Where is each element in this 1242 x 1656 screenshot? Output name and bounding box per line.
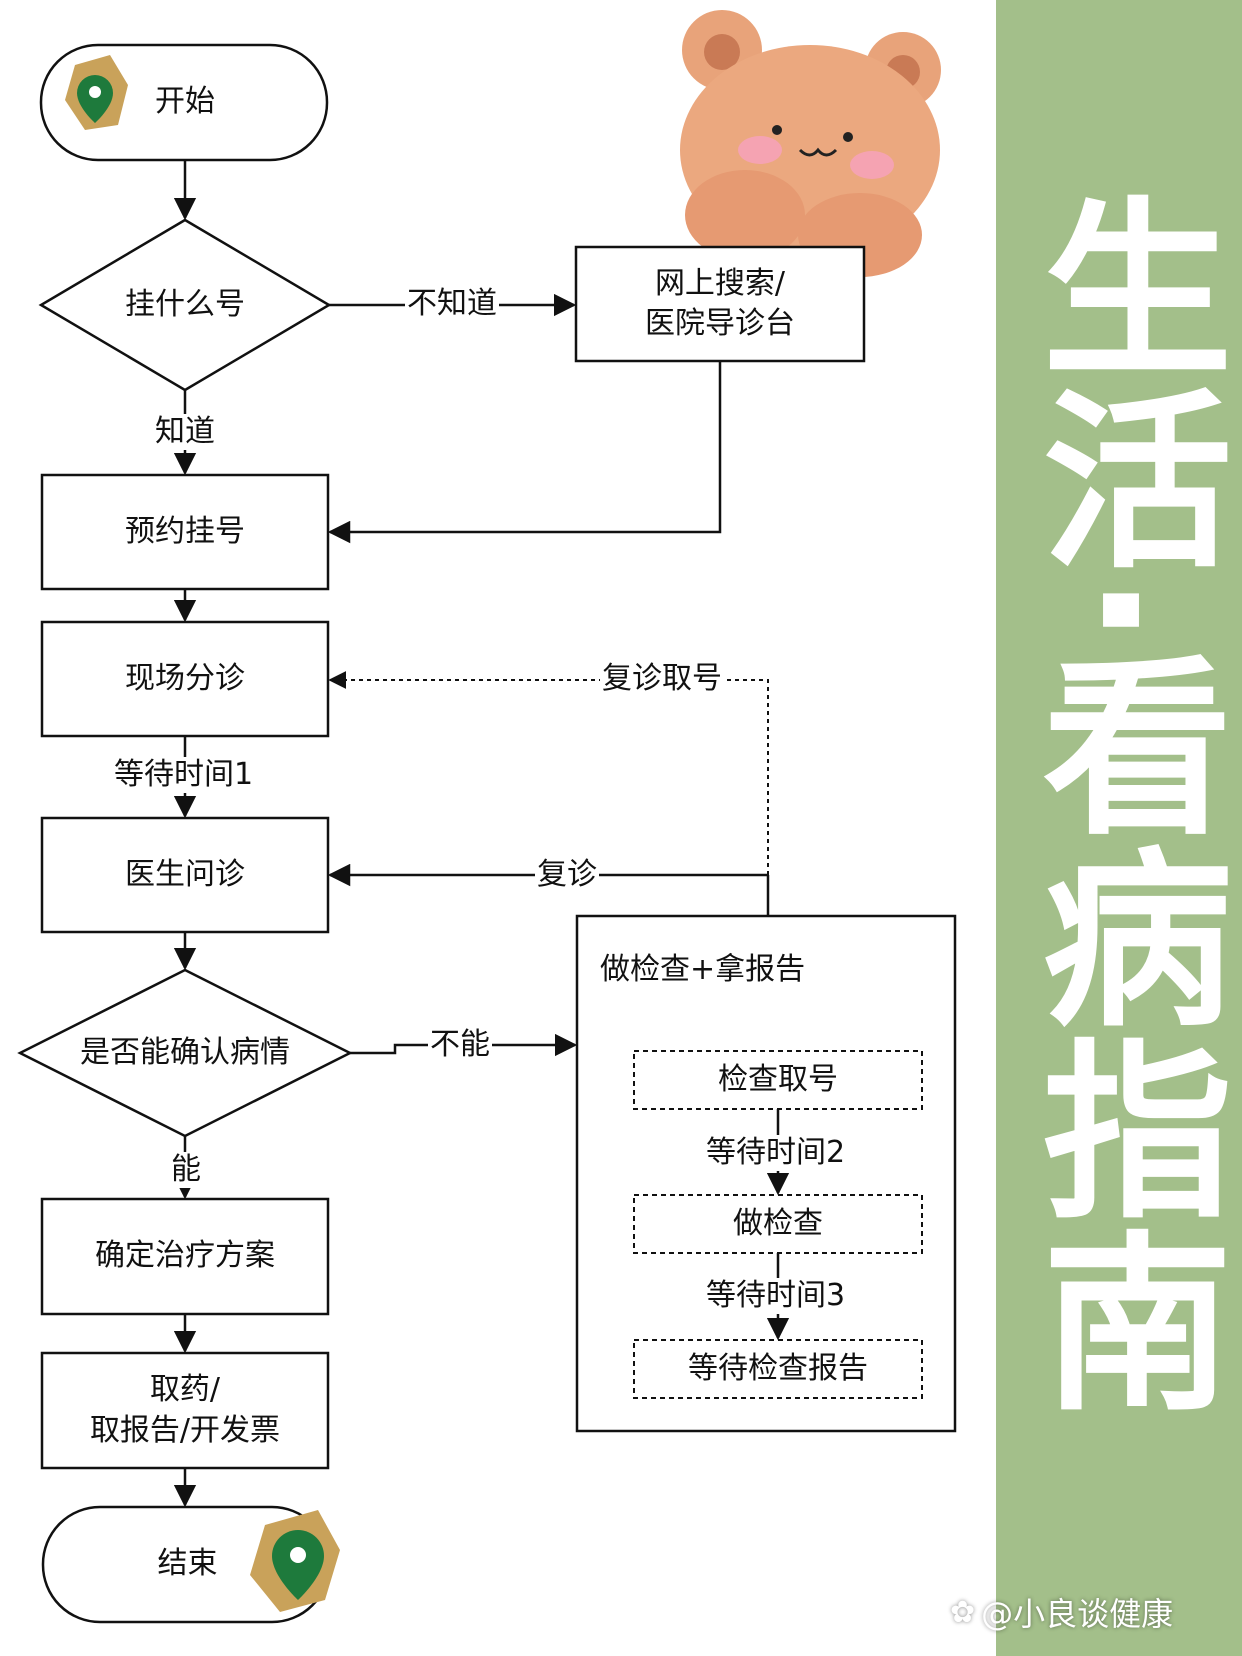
triage-box [40,620,330,738]
location-pin-icon [65,55,128,130]
side-title-text: 生活·看病指南 [1010,190,1231,1417]
doctor-label: 医生问诊 [125,856,245,892]
edge-label-wait3: 等待时间3 [704,1278,848,1314]
plan-box [40,1197,330,1316]
side-title: 生活·看病指南 [1005,190,1235,1590]
edge-label-know: 知道 [153,414,217,450]
edge-label-revisit-number: 复诊取号 [600,661,724,697]
do-exam-box [633,1194,923,1254]
side-band [996,0,1242,1656]
pickup-label: 取药/ 取报告/开发票 [89,1372,281,1448]
online-search-label: 网上搜索/ 医院导诊台 [645,265,795,342]
edge-label-dont-know: 不知道 [405,286,499,322]
edge-label-wait1: 等待时间1 [112,757,256,793]
triage-label: 现场分诊 [125,660,245,696]
plan-label: 确定治疗方案 [95,1238,275,1274]
watermark: ✿ @小良谈健康 [950,1590,1230,1634]
what-number-label: 挂什么号 [125,286,245,322]
edge-label-can: 能 [169,1152,203,1188]
edge-label-wait2: 等待时间2 [704,1135,848,1171]
teddy-bear-icon [680,10,941,277]
edge-label-revisit: 复诊 [535,857,599,893]
revisit-number-connector [328,671,769,875]
start-label: 开始 [155,84,215,120]
paw-icon: ✿ [950,1594,976,1630]
watermark-text: @小良谈健康 [981,1595,1174,1633]
book-label: 预约挂号 [125,513,245,549]
wait-report-label: 等待检查报告 [688,1350,868,1386]
end-label: 结束 [157,1546,218,1582]
do-exam-label: 做检查 [733,1205,823,1241]
confirm-label: 是否能确认病情 [80,1034,290,1070]
location-pin-icon [250,1510,340,1612]
edge-label-cannot: 不能 [428,1027,492,1063]
online-search-box [574,245,866,363]
exam-number-label: 检查取号 [718,1061,838,1097]
exam-group-label: 做检查+拿报告 [600,951,806,987]
doctor-box [40,816,330,934]
